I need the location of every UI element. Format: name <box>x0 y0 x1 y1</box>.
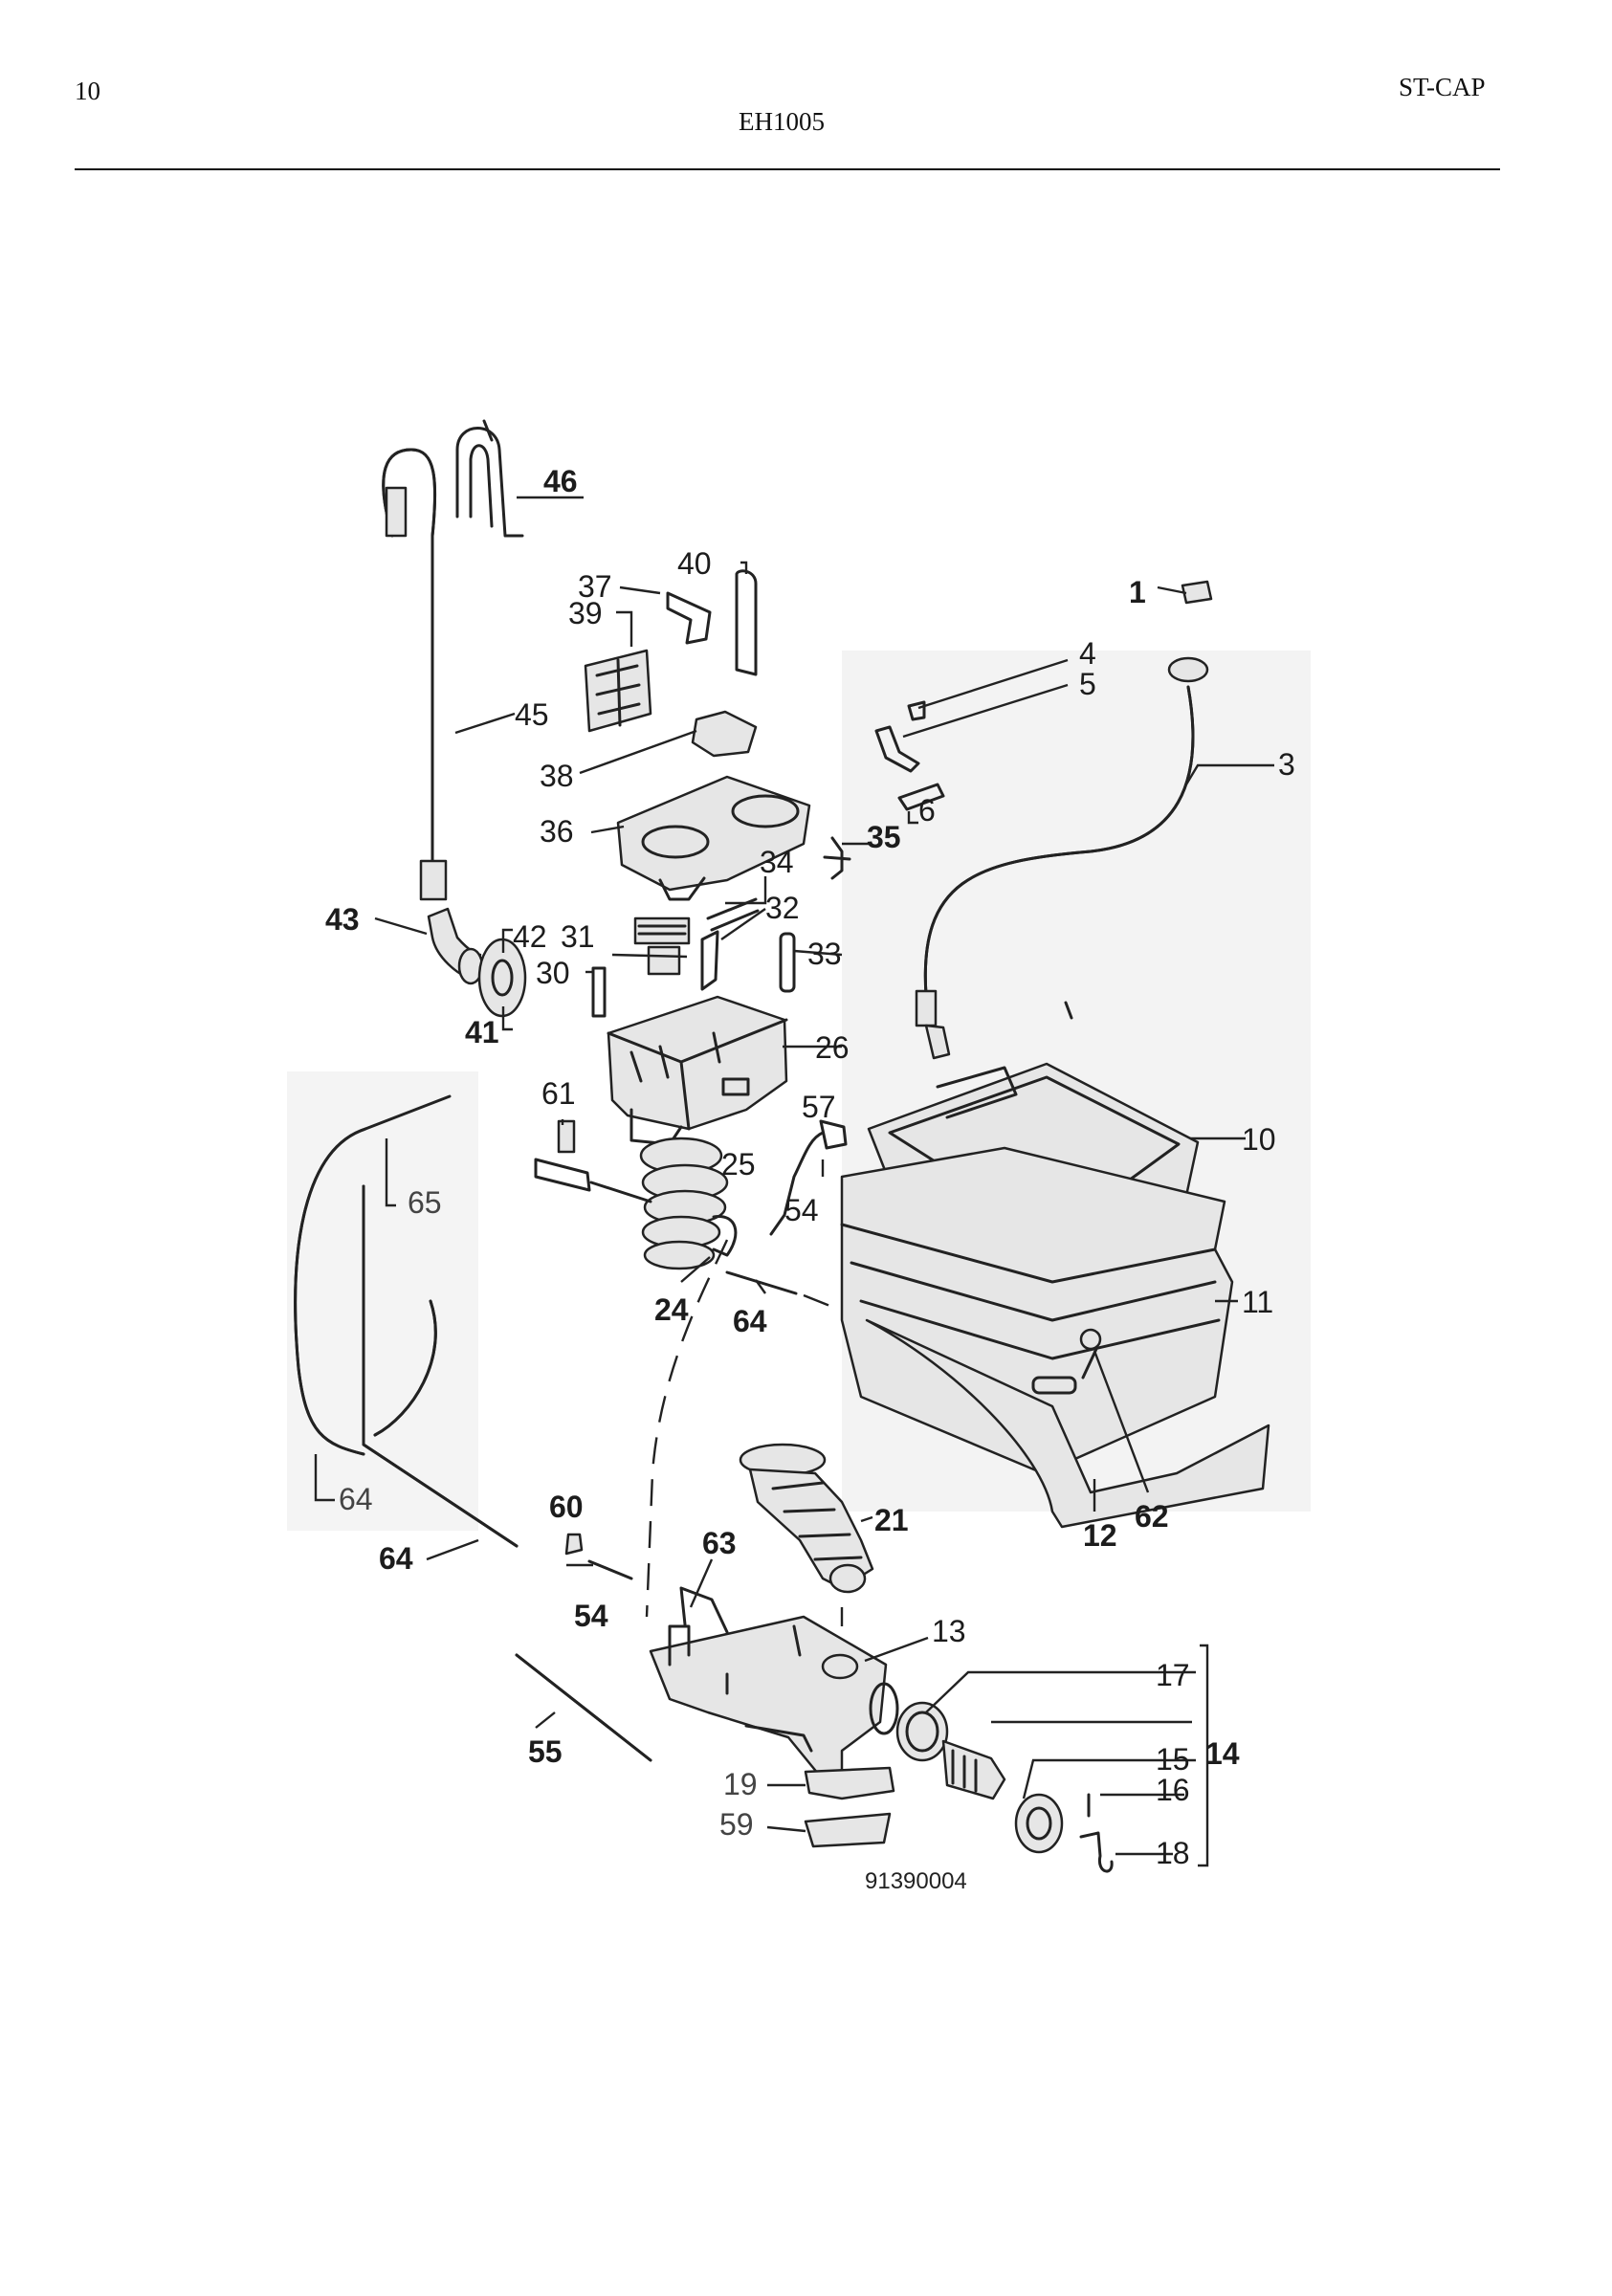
label-38: 38 <box>540 759 574 793</box>
label-4: 4 <box>1079 636 1096 671</box>
part-11-tub <box>840 1146 1234 1475</box>
part-36-dispenser-cover <box>616 775 811 901</box>
label-35: 35 <box>867 820 901 854</box>
drawing-code: 91390004 <box>865 1868 967 1894</box>
label-31: 31 <box>561 919 595 954</box>
label-36: 36 <box>540 814 574 849</box>
label-21: 21 <box>874 1503 909 1537</box>
label-65: 65 <box>408 1185 442 1220</box>
label-30: 30 <box>536 956 570 990</box>
label-63: 63 <box>702 1526 737 1560</box>
label-54-upper: 54 <box>784 1193 819 1227</box>
parts-15-19-filter-assembly <box>804 1701 1114 1873</box>
header-rule <box>75 168 1500 170</box>
model-number: EH1005 <box>739 107 825 136</box>
hose-path-dashed-2 <box>803 1293 843 1313</box>
parts-64-65-hoses <box>294 1094 519 1548</box>
parts-4-6-clips <box>874 700 945 811</box>
label-3: 3 <box>1278 747 1295 782</box>
part-38-cap <box>691 710 758 758</box>
label-42: 42 <box>513 919 547 954</box>
part-61-nozzle <box>534 1119 652 1203</box>
label-45: 45 <box>515 697 549 732</box>
part-12-tub-seal <box>865 1318 1270 1529</box>
parts-37-39-40-brackets <box>584 569 758 733</box>
label-40: 40 <box>677 546 712 581</box>
label-59: 59 <box>719 1807 754 1842</box>
part-26-dispenser-box <box>607 995 788 1146</box>
parts-41-43-pump-inlet <box>427 907 527 1018</box>
label-11: 11 <box>1242 1285 1273 1319</box>
label-32: 32 <box>765 891 800 925</box>
label-39: 39 <box>568 596 603 630</box>
part-13-pump-housing <box>649 1615 899 1781</box>
label-34: 34 <box>760 845 794 879</box>
part-21-sump-hose <box>739 1443 874 1594</box>
label-43: 43 <box>325 902 360 937</box>
label-57: 57 <box>802 1090 836 1124</box>
part-46-hose-guide <box>455 419 524 538</box>
label-15: 15 <box>1156 1742 1190 1777</box>
label-24: 24 <box>654 1292 689 1327</box>
label-19: 19 <box>723 1767 758 1801</box>
part-64-hose-short <box>725 1270 798 1295</box>
label-18: 18 <box>1156 1836 1190 1870</box>
label-26: 26 <box>815 1030 850 1065</box>
section-code: ST-CAP <box>1399 73 1486 101</box>
part-24-25-bellows <box>639 1137 738 1270</box>
label-25: 25 <box>721 1147 756 1181</box>
label-5: 5 <box>1079 667 1096 701</box>
label-13: 13 <box>932 1614 966 1648</box>
label-12: 12 <box>1083 1518 1117 1553</box>
parts-54-55-60 <box>515 1533 652 1762</box>
label-17: 17 <box>1156 1658 1190 1692</box>
part-45-drain-hose <box>382 448 448 901</box>
label-61: 61 <box>541 1076 576 1111</box>
label-54-lower: 54 <box>574 1599 608 1633</box>
label-16: 16 <box>1156 1773 1190 1807</box>
label-1: 1 <box>1129 575 1146 609</box>
label-55: 55 <box>528 1734 563 1769</box>
label-41: 41 <box>465 1015 499 1049</box>
label-64-left: 64 <box>339 1482 373 1516</box>
label-64-center: 64 <box>733 1304 767 1338</box>
label-14: 14 <box>1205 1736 1240 1771</box>
label-46: 46 <box>543 464 578 498</box>
page-number: 10 <box>75 77 100 105</box>
part-labels: 46 40 37 39 45 38 36 43 42 41 31 30 34 3… <box>325 464 1295 1894</box>
label-6: 6 <box>918 793 936 828</box>
leader-lines <box>314 496 1274 1867</box>
parts-30-35-small <box>591 836 851 1018</box>
label-62: 62 <box>1135 1499 1169 1534</box>
label-33: 33 <box>807 937 842 971</box>
label-60: 60 <box>549 1490 584 1524</box>
label-10: 10 <box>1242 1122 1276 1157</box>
part-1-cap <box>1181 580 1213 605</box>
part-3-inlet-hose <box>915 656 1209 1060</box>
shade-area <box>287 1071 478 1531</box>
label-64-bottom: 64 <box>379 1541 413 1576</box>
part-57-fitting <box>769 1119 848 1236</box>
label-37: 37 <box>578 569 612 604</box>
hose-path-dashed <box>645 1239 729 1618</box>
